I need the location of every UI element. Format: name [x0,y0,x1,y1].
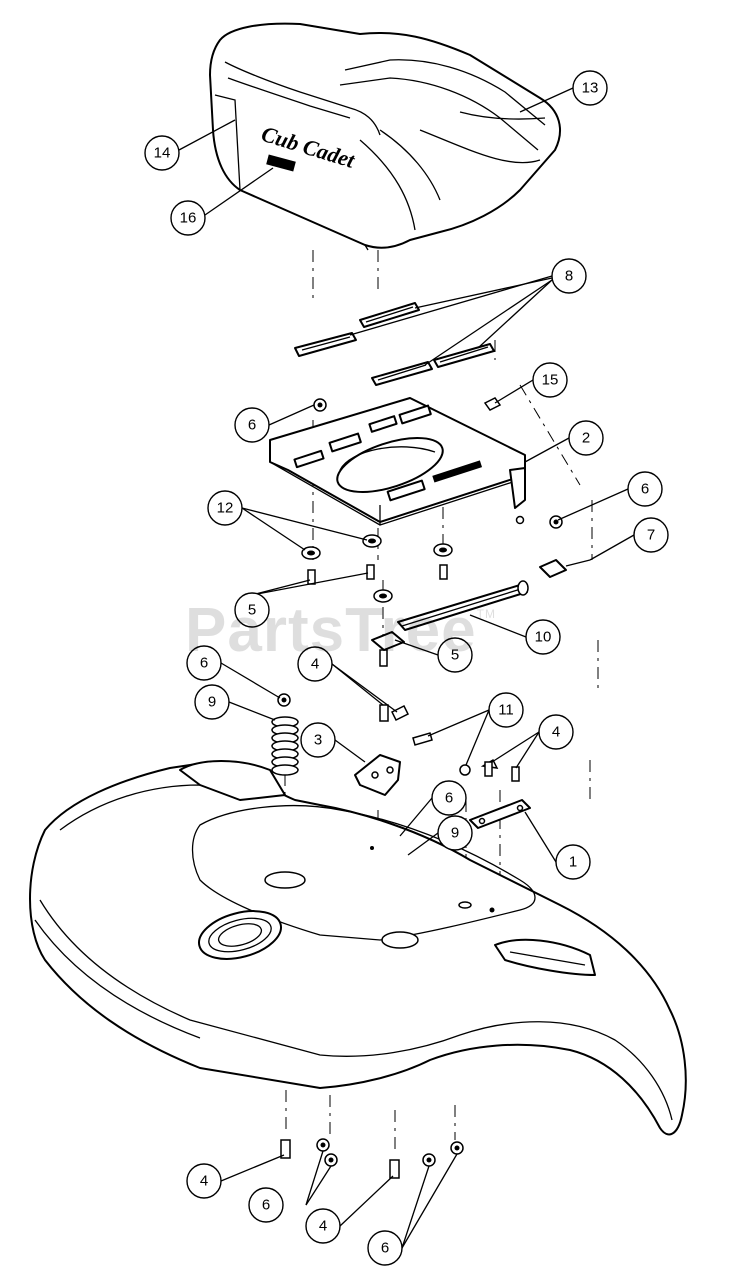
callout-circle [437,637,473,673]
callout-label: 13 [582,80,599,97]
callout-label: 6 [445,790,453,807]
callout-circle [532,362,568,398]
callout-circle [300,722,336,758]
callout-label: 12 [217,500,234,517]
callout-9: 9 [437,815,473,851]
callout-circle [186,1163,222,1199]
callout-circle [538,714,574,750]
callout-10: 10 [525,619,561,655]
callout-1: 1 [555,844,591,880]
callout-6: 6 [627,471,663,507]
callout-label: 2 [582,430,590,447]
callout-3: 3 [300,722,336,758]
harness-10 [397,580,529,631]
callout-label: 6 [381,1240,389,1257]
callout-label: 4 [552,724,560,741]
callout-label: 14 [154,145,171,162]
seat-plate-2 [269,397,526,526]
callout-label: 5 [248,602,256,619]
callout-circle [431,780,467,816]
callout-circle [194,684,230,720]
callout-15: 15 [532,362,568,398]
callout-5: 5 [437,637,473,673]
callout-circle [234,407,270,443]
callout-label: 4 [319,1218,327,1235]
callout-label: 10 [535,629,552,646]
callout-label: 1 [569,854,577,871]
callout-12: 12 [207,490,243,526]
callout-4: 4 [186,1163,222,1199]
callout-2: 2 [568,420,604,456]
callout-circle [525,619,561,655]
callout-13: 13 [572,70,608,106]
callout-4: 4 [538,714,574,750]
callout-16: 16 [170,200,206,236]
callout-6: 6 [248,1187,284,1223]
callout-label: 8 [565,268,573,285]
callout-label: 4 [311,656,319,673]
callout-4: 4 [297,646,333,682]
callout-6: 6 [367,1230,403,1266]
callout-9: 9 [194,684,230,720]
callout-circle [437,815,473,851]
callout-circle [488,692,524,728]
callout-circle [555,844,591,880]
callout-14: 14 [144,135,180,171]
callout-circle [305,1208,341,1244]
hook-loop-strips-8 [294,302,495,386]
callout-4: 4 [305,1208,341,1244]
callout-circle [633,517,669,553]
callout-label: 6 [200,655,208,672]
warning-decal-16 [266,154,296,172]
callout-label: 9 [451,825,459,842]
callout-label: 11 [498,702,514,719]
callout-circle [248,1187,284,1223]
callout-11: 11 [488,692,524,728]
callout-circle [144,135,180,171]
callout-label: 6 [262,1197,270,1214]
callout-5: 5 [234,592,270,628]
callout-circle [627,471,663,507]
callout-circle [207,490,243,526]
callout-7: 7 [633,517,669,553]
callout-8: 8 [551,258,587,294]
callout-6: 6 [234,407,270,443]
brackets-lower [277,693,531,847]
callout-label: 15 [542,372,559,389]
callout-label: 3 [314,732,322,749]
fender-body [29,760,687,1136]
callout-circle [234,592,270,628]
callout-circle [297,646,333,682]
callout-6: 6 [186,645,222,681]
leader-lines [178,87,635,1249]
callout-label: 4 [200,1173,208,1190]
callout-label: 16 [180,210,197,227]
callout-label: 6 [248,417,256,434]
callout-label: 5 [451,647,459,664]
seat-13: Cub Cadet [209,22,561,251]
callout-circle [367,1230,403,1266]
callout-label: 6 [641,481,649,498]
callout-circle [186,645,222,681]
callout-circle [551,258,587,294]
hardware-bottom [280,1138,464,1179]
callout-6: 6 [431,780,467,816]
callout-circle [170,200,206,236]
callout-label: 7 [647,527,655,544]
callout-circle [572,70,608,106]
callout-circle [568,420,604,456]
callout-label: 9 [208,694,216,711]
